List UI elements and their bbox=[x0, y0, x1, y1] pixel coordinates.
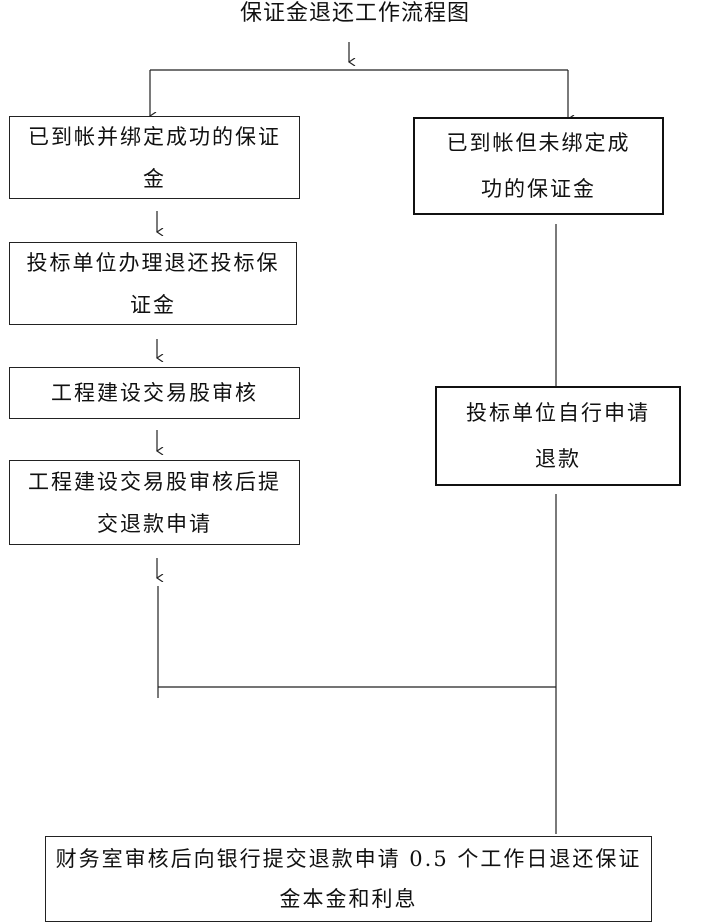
node-final: 财务室审核后向银行提交退款申请 0.5 个工作日退还保证金本金和利息 bbox=[45, 836, 652, 922]
node-left-1-label: 已到帐并绑定成功的保证金 bbox=[28, 124, 281, 191]
node-right-2: 投标单位自行申请退款 bbox=[435, 386, 681, 486]
node-left-2: 投标单位办理退还投标保证金 bbox=[9, 242, 297, 325]
node-final-label: 财务室审核后向银行提交退款申请 0.5 个工作日退还保证金本金和利息 bbox=[55, 847, 642, 911]
node-left-3: 工程建设交易股审核 bbox=[9, 367, 300, 419]
node-right-1-label: 已到帐但未绑定成功的保证金 bbox=[446, 131, 631, 201]
node-left-1: 已到帐并绑定成功的保证金 bbox=[9, 116, 300, 199]
node-right-1: 已到帐但未绑定成功的保证金 bbox=[413, 117, 664, 215]
node-left-3-label: 工程建设交易股审核 bbox=[51, 381, 258, 405]
node-left-4: 工程建设交易股审核后提交退款申请 bbox=[9, 460, 300, 545]
node-right-2-label: 投标单位自行申请退款 bbox=[466, 401, 650, 471]
node-left-4-label: 工程建设交易股审核后提交退款申请 bbox=[28, 469, 281, 536]
node-left-2-label: 投标单位办理退还投标保证金 bbox=[26, 250, 280, 317]
diagram-title: 保证金退还工作流程图 bbox=[239, 1, 470, 26]
